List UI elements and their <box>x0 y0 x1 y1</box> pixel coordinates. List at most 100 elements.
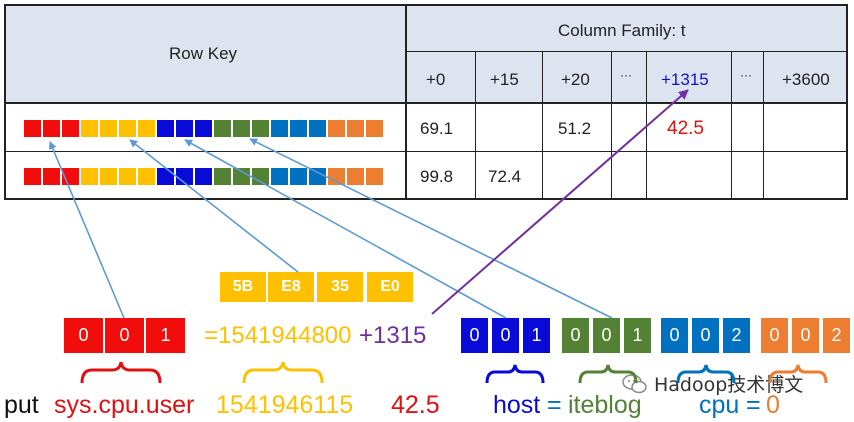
brace-cpu-value <box>768 364 828 384</box>
put-timestamp: 1541946115 <box>216 391 354 419</box>
rowkey-byte-square <box>195 120 212 137</box>
rowkey-byte-square <box>81 168 98 185</box>
row-divider <box>6 151 846 152</box>
offset-text: +1315 <box>359 322 427 349</box>
put-tag-host-key: host <box>493 391 541 419</box>
arrow-host-key <box>184 139 507 319</box>
header-bottom-line <box>6 102 846 104</box>
table-cell: 69.1 <box>420 119 454 138</box>
rowkey-byte-square <box>328 120 345 137</box>
cpu-value-uid-byte: 2 <box>823 318 850 353</box>
rowkey-byte-square <box>62 120 79 137</box>
column-header-highlight: +1315 <box>661 70 709 89</box>
col-divider <box>731 52 732 198</box>
brace-host-key <box>485 364 545 384</box>
hex-byte-box: E0 <box>367 272 413 302</box>
rowkey-byte-square <box>119 120 136 137</box>
rowkey-byte-square <box>157 168 174 185</box>
brace-host-value <box>578 364 638 384</box>
cpu-uid-byte: 2 <box>723 318 750 353</box>
column-family-header: Column Family: t <box>558 21 686 40</box>
rowkey-byte-square <box>24 168 41 185</box>
cpu-value-uid-byte: 0 <box>761 318 788 353</box>
rowkey-byte-square <box>138 168 155 185</box>
metric-uid-byte: 1 <box>146 318 185 353</box>
table-cell: 72.4 <box>488 167 522 186</box>
rowkey-byte-square <box>214 120 231 137</box>
rowkey-byte-square <box>24 120 41 137</box>
rowkey-byte-square <box>252 168 269 185</box>
col-divider <box>475 52 476 198</box>
rowkey-byte-square <box>233 120 250 137</box>
rowkey-byte-square <box>195 168 212 185</box>
col-divider <box>763 52 764 198</box>
put-tag-host-value: iteblog <box>568 391 642 419</box>
host-value-uid-byte: 1 <box>624 318 651 353</box>
arrow-offset <box>431 89 689 315</box>
rowkey-byte-square <box>214 168 231 185</box>
rowkey-byte-square <box>138 120 155 137</box>
rowkey-byte-square <box>309 168 326 185</box>
hex-byte-box: E8 <box>268 272 314 302</box>
rowkey-byte-square <box>271 168 288 185</box>
host-uid-byte: 0 <box>492 318 519 353</box>
hex-byte-box: 5B <box>220 272 266 302</box>
column-header: +3600 <box>782 70 830 89</box>
col-divider <box>542 52 543 198</box>
col-divider <box>611 52 612 198</box>
cpu-uid-byte: 0 <box>661 318 688 353</box>
rowkey-byte-square <box>366 120 383 137</box>
rowkey-byte-square <box>290 168 307 185</box>
rowkey-byte-square <box>347 168 364 185</box>
arrow-base-time <box>129 139 299 273</box>
brace-cpu-key <box>676 364 736 384</box>
hex-byte-box: 35 <box>317 272 363 302</box>
table-cell: 99.8 <box>420 167 454 186</box>
rowkey-byte-square <box>271 120 288 137</box>
column-header-ellipsis: ··· <box>740 68 752 82</box>
rowkey-byte-square <box>43 168 60 185</box>
host-uid-byte: 0 <box>461 318 488 353</box>
table-header-background <box>6 6 846 103</box>
rowkey-byte-square <box>81 120 98 137</box>
cpu-uid-byte: 0 <box>692 318 719 353</box>
brace-timestamp <box>242 361 324 384</box>
rowkey-byte-square <box>309 120 326 137</box>
column-header: +15 <box>490 70 519 89</box>
rowkey-byte-square <box>328 168 345 185</box>
column-header: +0 <box>426 70 446 89</box>
rowkey-byte-square <box>290 120 307 137</box>
host-uid-byte: 1 <box>523 318 550 353</box>
watermark-text: Hadoop技术博文 <box>654 374 804 396</box>
cpu-value-uid-byte: 0 <box>792 318 819 353</box>
put-metric: sys.cpu.user <box>54 391 195 419</box>
brace-metric <box>80 361 162 384</box>
put-tag-cpu-eq: = <box>746 391 761 419</box>
row-key-header: Row Key <box>169 44 238 63</box>
rowkey-byte-square <box>233 168 250 185</box>
rowkey-byte-square <box>176 168 193 185</box>
put-keyword: put <box>4 391 39 419</box>
table-cell: 51.2 <box>558 119 592 138</box>
rowkey-byte-square <box>366 168 383 185</box>
rowkey-byte-square <box>100 168 117 185</box>
metric-uid-byte: 0 <box>105 318 144 353</box>
put-value: 42.5 <box>391 391 440 419</box>
base-time-text: =1541944800 <box>204 322 352 349</box>
rowkey-byte-square <box>100 120 117 137</box>
put-tag-cpu-key: cpu <box>699 391 740 419</box>
host-value-uid-byte: 0 <box>562 318 589 353</box>
put-tag-host-eq: = <box>547 391 562 419</box>
column-header-ellipsis: ··· <box>620 68 632 82</box>
host-value-uid-byte: 0 <box>593 318 620 353</box>
table-cell-highlight: 42.5 <box>667 118 704 139</box>
rowkey-byte-square <box>119 168 136 185</box>
rowkey-byte-square <box>347 120 364 137</box>
rowkey-byte-square <box>176 120 193 137</box>
hbase-table: Row Key Column Family: t +0 +15 +20 ··· … <box>4 4 848 200</box>
rowkey-byte-square <box>252 120 269 137</box>
metric-uid-byte: 0 <box>64 318 103 353</box>
arrow-host-value <box>249 138 613 319</box>
